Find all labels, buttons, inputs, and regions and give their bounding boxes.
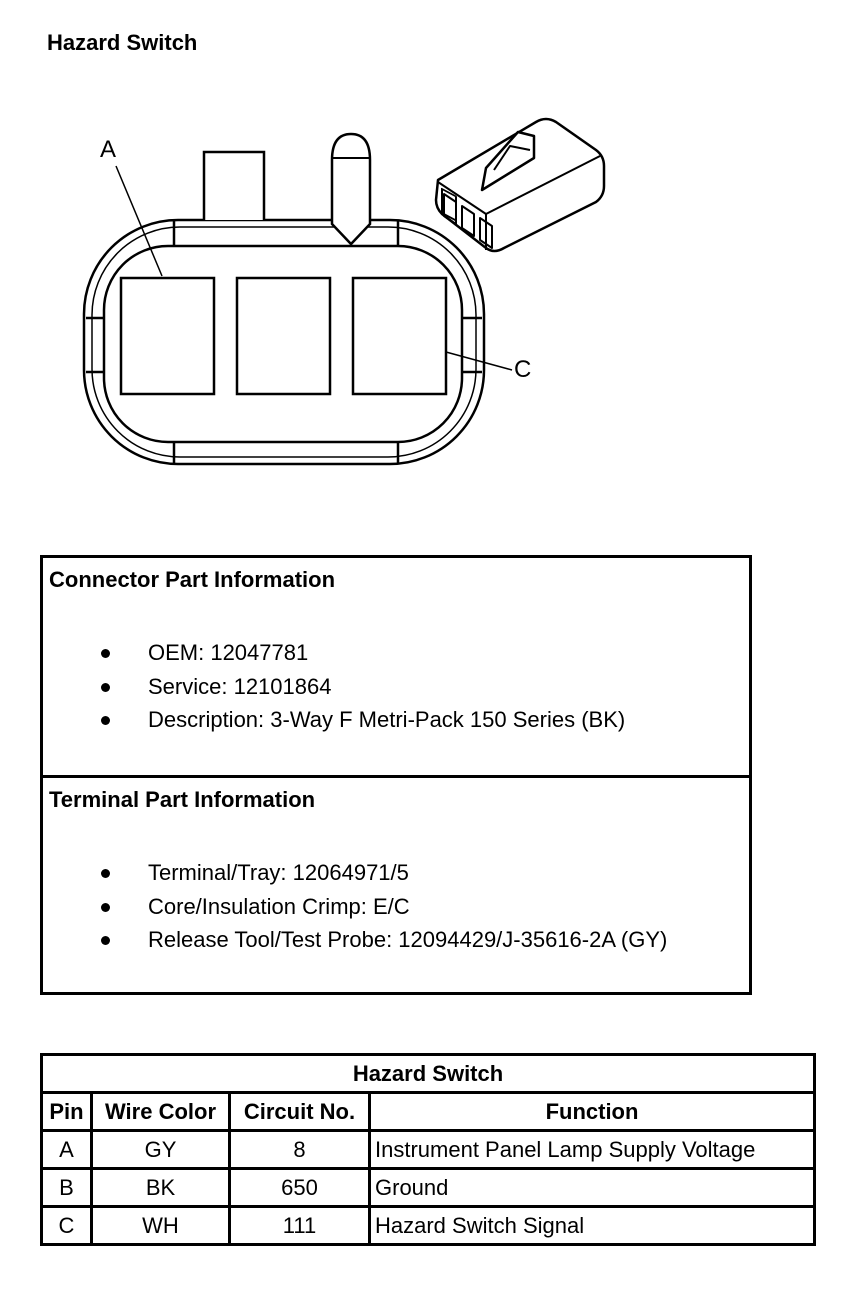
bullet-icon	[101, 869, 110, 878]
connector-info-section: Connector Part Information OEM: 12047781…	[43, 558, 749, 778]
terminal-info-section: Terminal Part Information Terminal/Tray:…	[43, 778, 749, 992]
connector-description: Description: 3-Way F Metri-Pack 150 Seri…	[148, 707, 626, 732]
pin-cell: C	[40, 1205, 93, 1246]
wire-color-cell: GY	[90, 1129, 231, 1170]
table-header-row: Pin Wire Color Circuit No. Function	[40, 1091, 816, 1132]
connector-face-diagram	[82, 117, 606, 466]
circuit-cell: 8	[228, 1129, 371, 1170]
wire-color-cell: BK	[90, 1167, 231, 1208]
pin-table: Hazard Switch Pin Wire Color Circuit No.…	[40, 1053, 816, 1246]
list-item: OEM: 12047781	[43, 636, 625, 670]
pin-cell: B	[40, 1167, 93, 1208]
circuit-cell: 650	[228, 1167, 371, 1208]
column-header: Pin	[40, 1091, 93, 1132]
leader-line-a	[115, 165, 163, 277]
list-item: Release Tool/Test Probe: 12094429/J-3561…	[43, 923, 667, 957]
polarizing-key	[330, 132, 372, 246]
part-info-box: Connector Part Information OEM: 12047781…	[40, 555, 752, 995]
connector-info-list: OEM: 12047781 Service: 12101864 Descript…	[43, 636, 625, 737]
column-header: Wire Color	[90, 1091, 231, 1132]
pin-cell: A	[40, 1129, 93, 1170]
bullet-icon	[101, 936, 110, 945]
connector-outer-shell	[82, 218, 486, 466]
column-header: Function	[368, 1091, 816, 1132]
terminal-info-heading: Terminal Part Information	[49, 787, 316, 812]
connector-info-heading: Connector Part Information	[49, 567, 336, 592]
column-header: Circuit No.	[228, 1091, 371, 1132]
table-caption-row: Hazard Switch	[40, 1053, 816, 1094]
function-cell: Hazard Switch Signal	[368, 1205, 816, 1246]
cavity-c	[351, 276, 448, 396]
bullet-icon	[101, 649, 110, 658]
connector-inner-cavity	[102, 244, 464, 444]
terminal-info-list: Terminal/Tray: 12064971/5 Core/Insulatio…	[43, 856, 667, 957]
bullet-icon	[101, 716, 110, 725]
terminal-release-tool: Release Tool/Test Probe: 12094429/J-3561…	[148, 927, 668, 952]
callout-c: C	[514, 356, 532, 383]
terminal-tray: Terminal/Tray: 12064971/5	[148, 860, 409, 885]
function-cell: Instrument Panel Lamp Supply Voltage	[368, 1129, 816, 1170]
bullet-icon	[101, 902, 110, 912]
connector-outer-shell-inner	[91, 226, 477, 458]
circuit-cell: 111	[228, 1205, 371, 1246]
leader-line-c	[445, 351, 513, 371]
connector-service: Service: 12101864	[148, 673, 332, 699]
callout-a: A	[100, 136, 117, 163]
table-row: C WH 111 Hazard Switch Signal	[40, 1205, 816, 1246]
connector-oem: OEM: 12047781	[148, 640, 309, 665]
connector-3d-view	[434, 117, 606, 253]
list-item: Core/Insulation Crimp: E/C	[43, 890, 667, 924]
wire-color-cell: WH	[90, 1205, 231, 1246]
lock-tab	[202, 150, 266, 220]
cavity-b	[235, 276, 332, 396]
page-title: Hazard Switch	[47, 30, 198, 55]
table-caption: Hazard Switch	[40, 1053, 816, 1094]
cavity-a	[119, 276, 216, 396]
list-item: Service: 12101864	[43, 670, 625, 704]
terminal-crimp: Core/Insulation Crimp: E/C	[148, 893, 410, 919]
table-row: A GY 8 Instrument Panel Lamp Supply Volt…	[40, 1129, 816, 1170]
list-item: Description: 3-Way F Metri-Pack 150 Seri…	[43, 703, 625, 737]
function-cell: Ground	[368, 1167, 816, 1208]
bullet-icon	[101, 682, 110, 692]
table-row: B BK 650 Ground	[40, 1167, 816, 1208]
list-item: Terminal/Tray: 12064971/5	[43, 856, 667, 890]
